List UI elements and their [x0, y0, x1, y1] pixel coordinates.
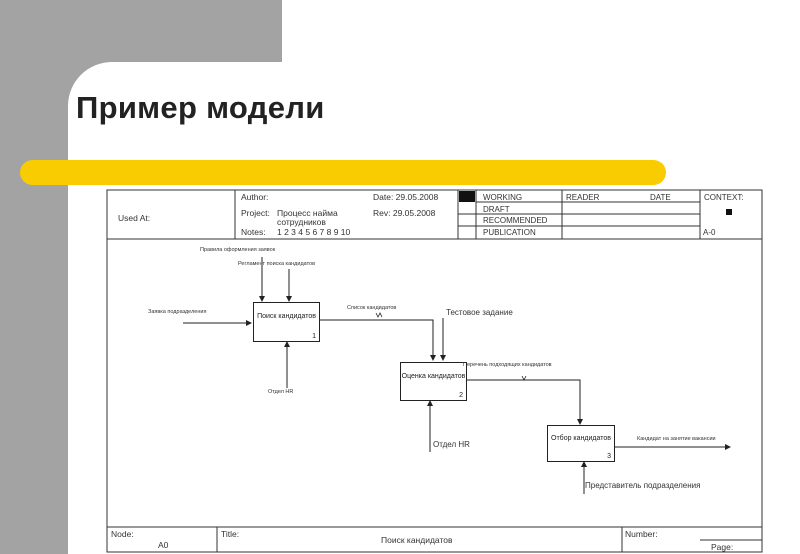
arrow-label-hr-1: Отдел HR — [268, 389, 294, 395]
context-label: CONTEXT: — [704, 193, 744, 202]
arrow-label-test-task: Тестовое задание — [446, 308, 513, 317]
date-value: Date: 29.05.2008 — [373, 192, 439, 202]
arrow-label-rules: Правила оформления заявок — [200, 247, 276, 253]
footer-title-value: Поиск кандидатов — [381, 535, 453, 545]
activity-number: 1 — [312, 333, 316, 340]
status-working: WORKING — [483, 193, 523, 202]
reader-header: READER — [566, 193, 600, 202]
status-publication: PUBLICATION — [483, 228, 536, 237]
rev-value: Rev: 29.05.2008 — [373, 208, 436, 218]
status-draft: DRAFT — [483, 205, 510, 214]
diagram-frame — [106, 189, 763, 553]
footer-node-label: Node: — [111, 529, 134, 539]
arrow-label-request: Заявка подразделения — [148, 309, 207, 315]
notes-label: Notes: — [241, 227, 266, 237]
activity-number: 3 — [607, 453, 611, 460]
arrow-label-output-candidate: Кандидат на занятие вакансии — [637, 436, 716, 442]
activity-label: Отбор кандидатов — [551, 435, 611, 442]
activity-number: 2 — [459, 392, 463, 399]
activity-label: Поиск кандидатов — [257, 313, 316, 320]
arrow-label-dept-rep: Представитель подразделения — [585, 481, 701, 490]
notes-value: 1 2 3 4 5 6 7 8 9 10 — [277, 227, 351, 237]
arrow-label-suitable-list: Перечень подходящих кандидатов — [463, 362, 552, 368]
author-label: Author: — [241, 192, 269, 202]
activity-box-3: Отбор кандидатов 3 — [547, 425, 615, 462]
activity-box-1: Поиск кандидатов 1 — [253, 302, 320, 342]
footer-node-value: A0 — [158, 540, 169, 550]
project-label: Project: — [241, 208, 270, 218]
context-node: A-0 — [703, 228, 716, 237]
footer-title-label: Title: — [221, 529, 240, 539]
status-recommended: RECOMMENDED — [483, 216, 548, 225]
used-at-label: Used At: — [118, 213, 151, 223]
arrow-label-candidates-list: Список кандидатов — [347, 305, 397, 311]
slide-title: Пример модели — [76, 90, 325, 125]
footer-number-label: Number: — [625, 529, 658, 539]
arrow-label-hr-2: Отдел HR — [433, 440, 470, 449]
arrow-label-reglament: Регламент поиска кандидатов — [238, 261, 316, 267]
date-header: DATE — [650, 193, 671, 202]
project-value: Процесс найма сотрудников — [277, 208, 338, 227]
activity-label: Оценка кандидатов — [401, 373, 466, 380]
accent-bar — [20, 160, 666, 185]
background-white-panel — [68, 62, 800, 554]
footer-page-label: Page: — [711, 542, 734, 552]
activity-box-2: Оценка кандидатов 2 — [400, 362, 467, 401]
